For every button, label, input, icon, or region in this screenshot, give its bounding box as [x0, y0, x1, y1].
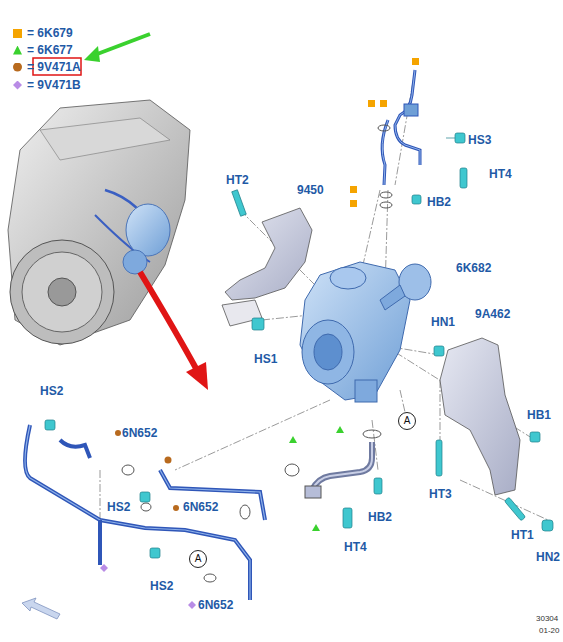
reference-letter: A	[404, 416, 411, 426]
callout-label: 6K682	[456, 261, 491, 275]
reference-letter: A	[195, 554, 202, 564]
legend-swatch	[13, 63, 22, 72]
legend-row: = 9V471B	[13, 78, 81, 92]
callout-label: HB2	[427, 195, 451, 209]
callout-label: 9A462	[475, 307, 510, 321]
callout-label: HB2	[368, 510, 392, 524]
heat-shield	[225, 208, 312, 300]
reference-circle: A	[189, 550, 207, 568]
oil-feed-pipe	[378, 70, 420, 208]
legend-swatch	[13, 46, 22, 55]
callout-label: HN1	[431, 315, 455, 329]
bolts	[45, 133, 553, 558]
oil-return-pipe	[285, 430, 381, 498]
legend-swatch	[13, 29, 22, 38]
callout-label: HS1	[254, 352, 277, 366]
figure-number: 30304	[536, 614, 558, 624]
legend-row: = 6K679	[13, 26, 73, 40]
figure-number: 01-20	[539, 626, 559, 636]
legend-swatch	[13, 81, 22, 90]
callout-label: 9450	[297, 183, 324, 197]
turbocharger	[300, 262, 431, 402]
callout-label: HS2	[150, 579, 173, 593]
part-markers	[100, 58, 419, 609]
callout-label: HT3	[429, 487, 452, 501]
reference-circle: A	[398, 412, 416, 430]
legend-text: = 9V471A	[27, 60, 81, 74]
legend-text: = 9V471B	[27, 78, 81, 92]
callout-label: 6N652	[122, 426, 157, 440]
legend-text: = 6K679	[27, 26, 73, 40]
callout-label: HN2	[536, 550, 560, 564]
callout-label: HT1	[511, 528, 534, 542]
heat-shield	[440, 338, 520, 495]
callout-label: HS2	[40, 384, 63, 398]
coolant-pipes	[25, 425, 265, 600]
callout-label: 6N652	[183, 500, 218, 514]
callout-label: HT4	[344, 540, 367, 554]
legend-row: = 6K677	[13, 43, 73, 57]
callout-label: HB1	[527, 408, 551, 422]
callout-label: HT2	[226, 173, 249, 187]
legend-row: = 9V471A	[13, 60, 81, 74]
callout-label: HS3	[468, 133, 491, 147]
callout-label: HS2	[107, 500, 130, 514]
callout-label: 6N652	[198, 598, 233, 612]
legend-text: = 6K677	[27, 43, 73, 57]
callout-label: HT4	[489, 167, 512, 181]
